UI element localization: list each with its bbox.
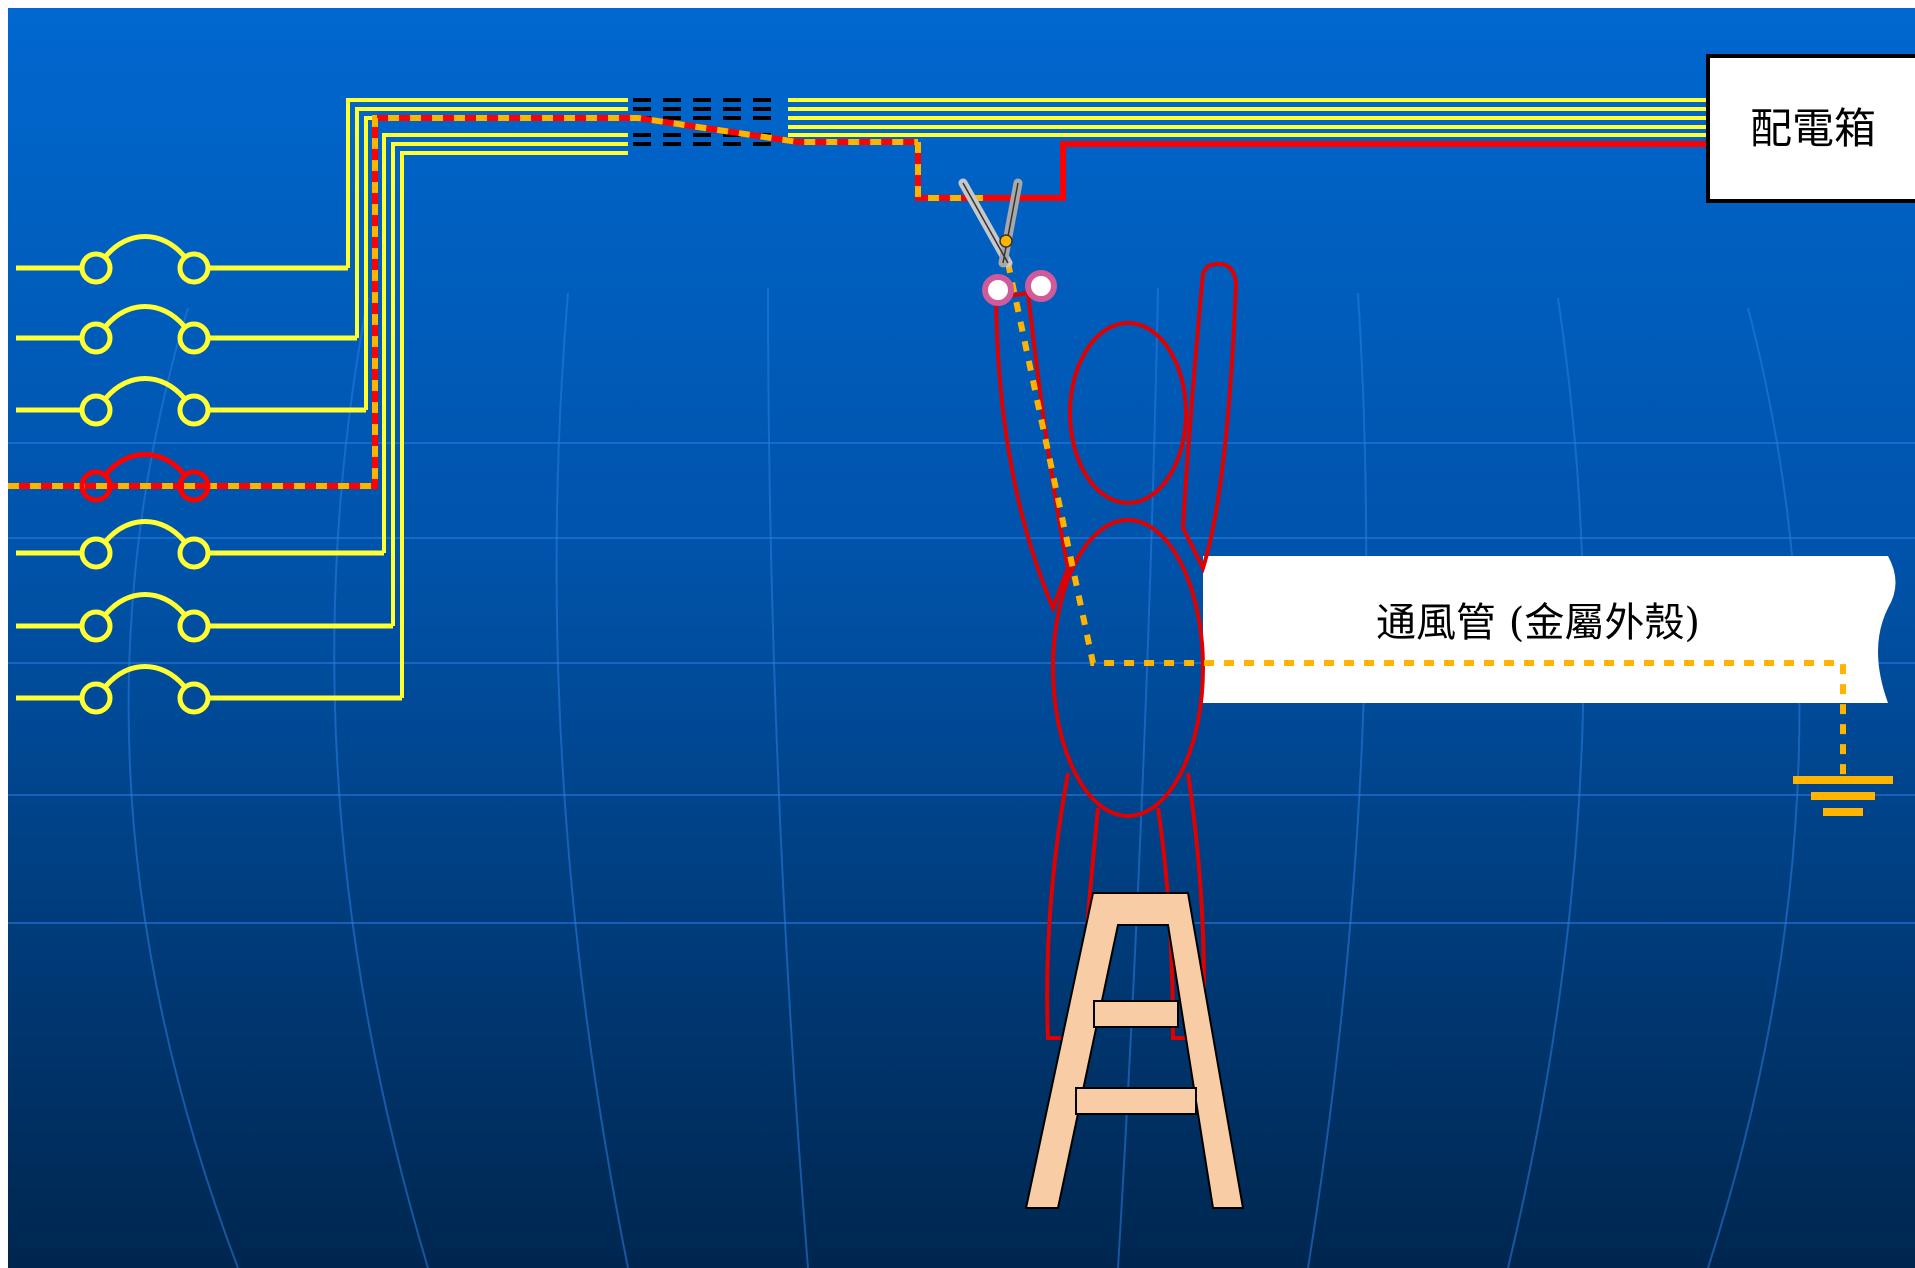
background-grid xyxy=(8,287,1915,1268)
lamp-icon xyxy=(16,234,348,285)
lamp-icon-fault xyxy=(79,452,211,503)
panel-label: 配電箱 xyxy=(1750,104,1876,153)
ventilation-duct: 通風管 (金屬外殼) xyxy=(1203,556,1896,703)
lamp-icon xyxy=(16,664,402,715)
lamp-icon xyxy=(16,304,357,355)
fault-circuit xyxy=(8,115,1708,489)
duct-label: 通風管 (金屬外殼) xyxy=(1376,600,1700,646)
ground-icon xyxy=(1793,776,1893,816)
electrical-panel: 配電箱 xyxy=(1706,54,1915,203)
person-figure xyxy=(993,262,1239,1040)
leakage-path xyxy=(1005,262,1846,778)
diagram-canvas: 配電箱 通風管 (金屬外殼) xyxy=(8,8,1915,1268)
lamp-icon xyxy=(16,376,366,427)
lamp-icon xyxy=(16,592,393,643)
trunk-wires xyxy=(788,98,1708,137)
ladder-icon xyxy=(1024,892,1245,1209)
lamp-icon xyxy=(16,519,384,570)
lamp-row xyxy=(16,234,402,715)
scissors-icon xyxy=(958,178,1057,306)
branch-wires xyxy=(346,98,628,698)
